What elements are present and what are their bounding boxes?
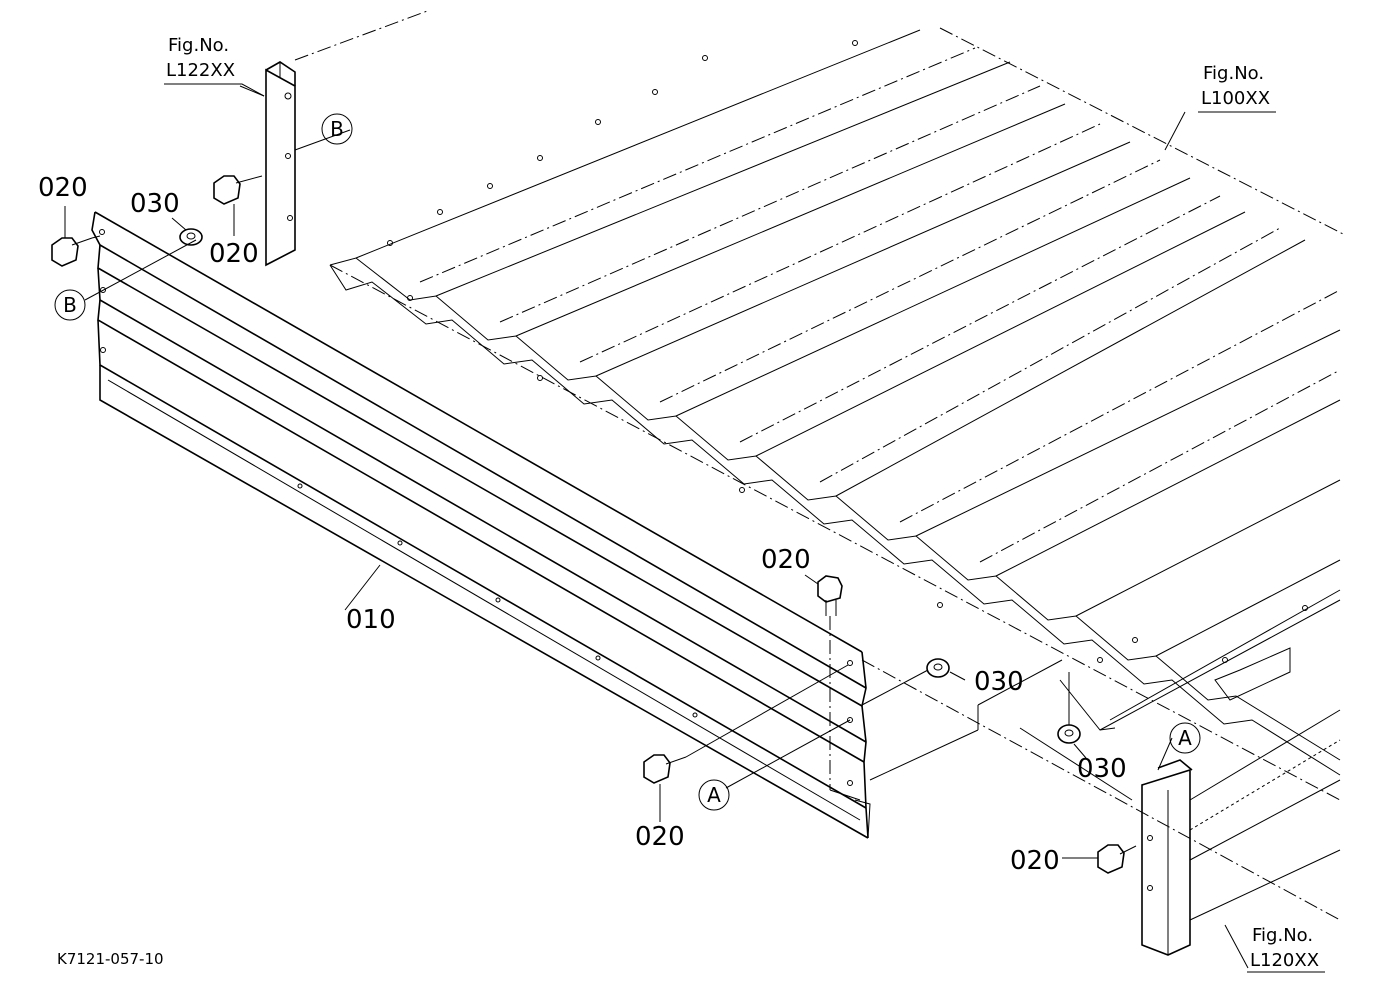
- label-bolt-right-post: 020: [1010, 846, 1060, 876]
- panel-holes: [99, 229, 853, 786]
- label-nut-top-left: 030: [130, 189, 180, 219]
- part-labels: 020 030 020 010 020 030 020 030 020: [38, 173, 1127, 876]
- bolt-center-bottom: [643, 754, 687, 784]
- callout-a-center: A: [698, 779, 730, 811]
- svg-text:L100XX: L100XX: [1201, 88, 1270, 109]
- right-corner-post: [1141, 709, 1341, 956]
- side-panel-010: [91, 211, 871, 839]
- svg-text:A: A: [707, 783, 721, 807]
- svg-text:A: A: [1178, 726, 1192, 750]
- nut-right: [1057, 724, 1081, 744]
- label-bolt-top-left: 020: [38, 173, 88, 203]
- deck-holes: [387, 40, 1308, 663]
- left-corner-post: [265, 61, 296, 267]
- deck-ribs: [355, 29, 1341, 657]
- diagram-code: K7121-057-10: [57, 950, 164, 968]
- label-nut-center: 030: [974, 667, 1024, 697]
- svg-text:Fig.No.: Fig.No.: [1252, 925, 1313, 946]
- svg-text:L120XX: L120XX: [1250, 950, 1319, 971]
- label-bolt-vertical-center: 020: [761, 545, 811, 575]
- bolt-right-post: [1097, 844, 1137, 874]
- fig-ref-top-right: Fig.No. L100XX: [1198, 63, 1276, 113]
- callout-b-lower: B: [54, 289, 86, 321]
- bolt-post-left: [213, 175, 263, 205]
- label-bolt-post-left: 020: [209, 239, 259, 269]
- fig-ref-bottom-right: Fig.No. L120XX: [1247, 925, 1325, 973]
- nut-center: [926, 658, 950, 678]
- deck-floor: [329, 27, 1346, 801]
- nut-top-left: [179, 228, 203, 246]
- bolt-vertical-center: [817, 575, 843, 616]
- callout-b-upper: B: [321, 113, 353, 145]
- label-bolt-center-bottom: 020: [635, 822, 685, 852]
- bolt-top-left: [51, 235, 101, 267]
- callout-a-right: A: [1169, 722, 1201, 754]
- svg-text:Fig.No.: Fig.No.: [1203, 63, 1264, 84]
- svg-text:B: B: [330, 117, 344, 141]
- label-nut-right: 030: [1077, 754, 1127, 784]
- svg-text:L122XX: L122XX: [166, 60, 235, 81]
- label-main-panel: 010: [346, 605, 396, 635]
- svg-text:B: B: [63, 293, 77, 317]
- fig-ref-top-left: Fig.No. L122XX: [164, 35, 265, 97]
- svg-text:Fig.No.: Fig.No.: [168, 35, 229, 56]
